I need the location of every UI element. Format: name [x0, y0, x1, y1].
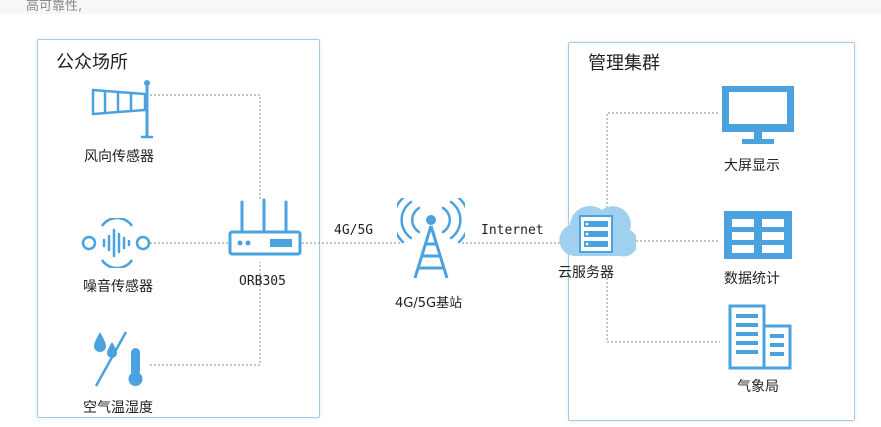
router-label: ORB305: [239, 274, 286, 289]
cloud-server-icon: [559, 206, 636, 257]
cloud-label: 云服务器: [558, 265, 614, 281]
top-strip: 高可靠性,: [0, 0, 881, 14]
link-internet-label: Internet: [481, 223, 544, 238]
left-panel-title: 公众场所: [56, 52, 128, 73]
management-cluster-panel: [568, 42, 855, 421]
output-label-stats: 数据统计: [724, 271, 780, 287]
sensor-label-wind: 风向传感器: [84, 149, 154, 165]
data-table-icon: [724, 211, 792, 259]
top-partial-text: 高可靠性,: [26, 0, 83, 14]
sensor-label-humidity: 空气温湿度: [83, 400, 153, 416]
sound-wave-icon: [81, 218, 151, 268]
building-icon: [728, 304, 792, 370]
cell-tower-icon: [397, 198, 465, 279]
connector-cloud-building: [606, 270, 720, 343]
right-panel-title: 管理集群: [588, 53, 660, 74]
link-4g-label: 4G/5G: [334, 223, 374, 238]
humidity-temperature-icon: [94, 331, 143, 387]
windsock-icon: [91, 80, 153, 139]
router-icon: [228, 198, 302, 256]
connector-wind-router: [150, 94, 261, 200]
tower-label: 4G/5G基站: [395, 296, 463, 311]
connector-humidity-router: [150, 262, 261, 366]
monitor-icon: [722, 86, 794, 144]
public-places-panel: [37, 39, 320, 418]
output-label-display: 大屏显示: [724, 158, 780, 174]
output-label-weather-bureau: 气象局: [737, 379, 779, 395]
connector-cloud-monitor: [606, 112, 720, 212]
sensor-label-noise: 噪音传感器: [83, 279, 153, 295]
